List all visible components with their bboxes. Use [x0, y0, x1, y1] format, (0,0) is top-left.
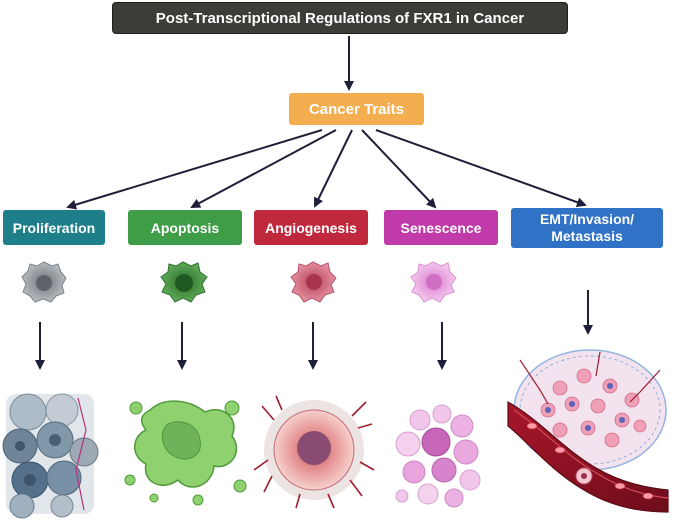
cancer-traits-label: Cancer Traits [308, 100, 405, 118]
arrow-to-emt [375, 129, 587, 208]
arrows [35, 36, 593, 370]
arrow-to-proliferation [66, 129, 323, 210]
title-box: Post-Transcriptional Regulations of FXR1… [112, 2, 568, 34]
trait-emt-invasion-metastasis-box: EMT/Invasion/ Metastasis [511, 208, 663, 248]
trait-label: Senescence [400, 219, 482, 236]
trait-label: EMT/Invasion/ Metastasis [539, 211, 635, 244]
proliferating-cell-cluster-icon [2, 393, 99, 519]
trait-label: Apoptosis [150, 219, 220, 236]
gray-cell-icon [21, 261, 67, 303]
pink-cell-icon [290, 261, 337, 303]
arrow-to-angiogenesis [314, 129, 353, 208]
arrow-to-senescence [361, 129, 437, 209]
vascularized-tumor-icon [253, 395, 375, 509]
blood-vessel-invasion-icon [507, 349, 669, 513]
trait-proliferation-box: Proliferation [3, 210, 105, 245]
trait-senescence-box: Senescence [384, 210, 498, 245]
apoptotic-fragments-icon [124, 400, 247, 506]
diagram-title: Post-Transcriptional Regulations of FXR1… [155, 9, 525, 27]
trait-label: Angiogenesis [265, 219, 357, 236]
arrow-to-apoptosis [190, 129, 337, 208]
trait-label: Proliferation [12, 219, 96, 236]
green-cell-icon [160, 261, 208, 303]
trait-angiogenesis-box: Angiogenesis [254, 210, 368, 245]
senescent-cell-cluster-icon [395, 404, 481, 508]
trait-apoptosis-box: Apoptosis [128, 210, 242, 245]
light-pink-cell-icon [410, 261, 457, 303]
cancer-traits-box: Cancer Traits [289, 93, 424, 125]
